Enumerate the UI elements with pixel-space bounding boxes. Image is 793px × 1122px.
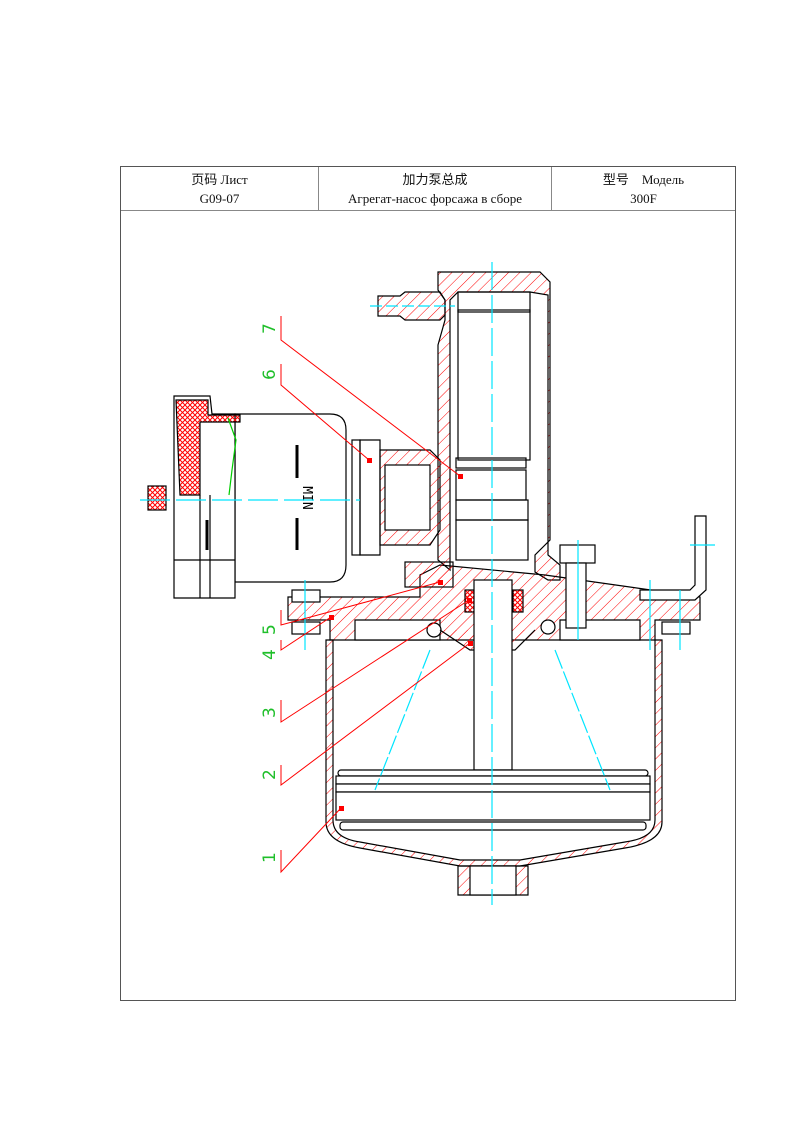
callout-1: 1 bbox=[260, 852, 280, 863]
title-cell: 加力泵总成 Агрегат-насос форсажа в сборе bbox=[319, 167, 552, 210]
min-level-mark: MIN bbox=[299, 486, 314, 509]
leader-markers bbox=[329, 458, 473, 811]
callout-labels: 1 2 3 4 5 6 7 bbox=[260, 323, 280, 863]
callout-3: 3 bbox=[260, 707, 280, 718]
callout-6: 6 bbox=[260, 369, 280, 380]
drawing-sheet: 页码 Лист G09-07 加力泵总成 Агрегат-насос форса… bbox=[120, 166, 736, 1001]
page-cell: 页码 Лист G09-07 bbox=[121, 167, 319, 210]
title-cn: 加力泵总成 bbox=[402, 171, 468, 187]
model-cell: 型号 Модель 300F bbox=[552, 167, 735, 210]
title-ru: Агрегат-насос форсажа в сборе bbox=[348, 190, 522, 206]
upper-housing bbox=[437, 271, 561, 581]
page-number: G09-07 bbox=[199, 190, 240, 206]
page-label: 页码 Лист bbox=[191, 171, 248, 187]
reservoir bbox=[234, 413, 347, 583]
title-block: 页码 Лист G09-07 加力泵总成 Агрегат-насос форса… bbox=[121, 167, 735, 211]
callout-leaders bbox=[280, 316, 471, 874]
shaft bbox=[473, 579, 513, 771]
callout-4: 4 bbox=[260, 649, 280, 660]
callout-7: 7 bbox=[260, 323, 280, 334]
callout-2: 2 bbox=[260, 769, 280, 780]
callout-5: 5 bbox=[260, 624, 280, 635]
model-value: 300F bbox=[630, 190, 657, 206]
lower-bowl bbox=[325, 639, 663, 867]
model-label: 型号 Модель bbox=[602, 171, 685, 187]
